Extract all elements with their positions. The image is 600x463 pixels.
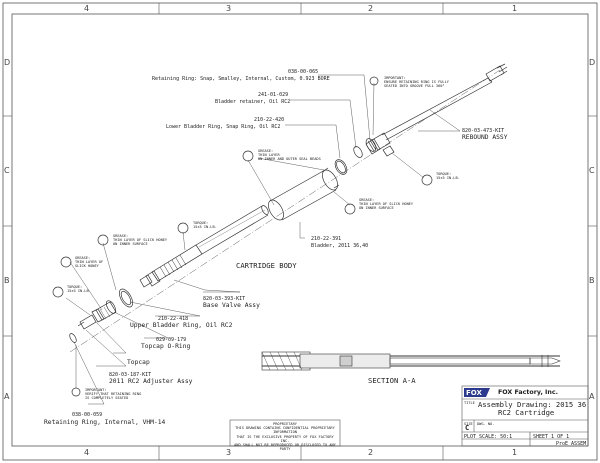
size-label: SIZE bbox=[464, 422, 473, 426]
note-grease-4: GREASE: THIN LAYER OF SLICK HONEY bbox=[75, 256, 104, 269]
callout-adjuster-desc: 2011 RC2 Adjuster Assy bbox=[109, 378, 193, 385]
zone-bottom-4: 4 bbox=[84, 448, 90, 457]
software-label: ProE ASSEM bbox=[556, 441, 587, 447]
callout-oring-pn: 029-09-179 bbox=[156, 337, 187, 343]
zone-right-b: B bbox=[589, 276, 595, 285]
zone-top-4: 4 bbox=[84, 4, 90, 13]
zone-bottom-2: 2 bbox=[368, 448, 374, 457]
zone-bottom-3: 3 bbox=[226, 448, 232, 457]
callout-bladder-retainer-desc: Bladder retainer, Oil RC2 bbox=[215, 99, 291, 105]
plot-scale: PLOT SCALE: 50:1 bbox=[464, 434, 513, 440]
zone-top-1: 1 bbox=[512, 4, 518, 13]
proprietary-notice: PROPRIETARY THIS DRAWING CONTAINS CONFID… bbox=[234, 422, 336, 452]
fox-logo: FOX bbox=[466, 389, 482, 397]
callout-snap-ring-desc: Retaining Ring: Snap, Smalley, Internal,… bbox=[152, 76, 330, 82]
callout-adjuster-pn: 820-03-187-KIT bbox=[109, 372, 152, 378]
note-important-top: IMPORTANT: ENSURE RETAINING RING IS FULL… bbox=[384, 76, 449, 89]
zone-right-c: C bbox=[589, 166, 595, 175]
zone-top-3: 3 bbox=[226, 4, 232, 13]
note-grease-1: GREASE: THIN LAYER ON INNER AND OUTER SE… bbox=[258, 149, 321, 162]
callout-base-valve-desc: Base Valve Assy bbox=[203, 302, 260, 309]
callout-base-valve-pn: 820-03-393-KIT bbox=[203, 296, 246, 302]
callout-topcap-label: Topcap bbox=[127, 359, 150, 366]
zone-bottom-1: 1 bbox=[512, 448, 518, 457]
note-important-bottom: IMPORTANT: VERIFY THAT RETAINING RING IS… bbox=[85, 388, 142, 401]
zone-left-c: C bbox=[4, 166, 10, 175]
title-line-2: RC2 Cartridge bbox=[498, 408, 555, 417]
callout-snap-ring-pn: 038-00-065 bbox=[288, 69, 319, 75]
callout-bladder-desc: Bladder, 2011 36,40 bbox=[311, 243, 369, 249]
callout-oring-desc: Topcap O-Ring bbox=[141, 343, 191, 350]
callout-rebound-pn: 820-03-473-KIT bbox=[462, 128, 505, 134]
callout-upper-ring-desc: Upper Bladder Ring, Oil RC2 bbox=[130, 322, 233, 329]
title-label: TITLE bbox=[464, 401, 475, 405]
callout-ret-ring-desc: Retaining Ring, Internal, VHM-14 bbox=[44, 419, 166, 426]
callout-lower-snap-ring-pn: 210-22-420 bbox=[254, 117, 285, 123]
callout-lower-snap-ring-desc: Lower Bladder Ring, Snap Ring, Oil RC2 bbox=[166, 124, 281, 130]
note-grease-3: GREASE: THIN LAYER OF SLICK HONEY ON INN… bbox=[113, 234, 168, 247]
callout-upper-ring-pn: 210-22-418 bbox=[158, 316, 189, 322]
callout-cartridge-label: CARTRIDGE BODY bbox=[236, 261, 297, 270]
zone-top-2: 2 bbox=[368, 4, 374, 13]
note-grease-2: GREASE: THIN LAYER OF SLICK HONEY ON INN… bbox=[359, 198, 414, 211]
note-torque-1: TORQUE: 15±5 IN.LB. bbox=[436, 172, 460, 181]
dwg-label: DWG. NO. bbox=[477, 422, 495, 426]
note-torque-2: TORQUE: 15±5 IN.LB. bbox=[193, 221, 217, 230]
callout-ret-ring-pn: 038-00-059 bbox=[72, 412, 103, 418]
zone-right-d: D bbox=[589, 58, 596, 67]
zone-left-a: A bbox=[4, 392, 10, 401]
sheet-number: SHEET 1 OF 1 bbox=[533, 434, 570, 440]
size-value: C bbox=[465, 424, 470, 432]
section-label: SECTION A-A bbox=[368, 376, 416, 385]
callout-rebound-label: REBOUND ASSY bbox=[462, 134, 508, 141]
title-line-1: Assembly Drawing: 2015 36 bbox=[478, 400, 587, 409]
zone-left-b: B bbox=[4, 276, 10, 285]
company-name: FOX Factory, Inc. bbox=[498, 389, 558, 396]
zone-left-d: D bbox=[4, 58, 11, 67]
callout-bladder-retainer-pn: 241-01-029 bbox=[258, 92, 289, 98]
note-torque-3: TORQUE: 15±5 IN.LB. bbox=[67, 285, 91, 294]
callout-bladder-pn: 210-22-391 bbox=[311, 236, 342, 242]
zone-right-a: A bbox=[589, 392, 595, 401]
